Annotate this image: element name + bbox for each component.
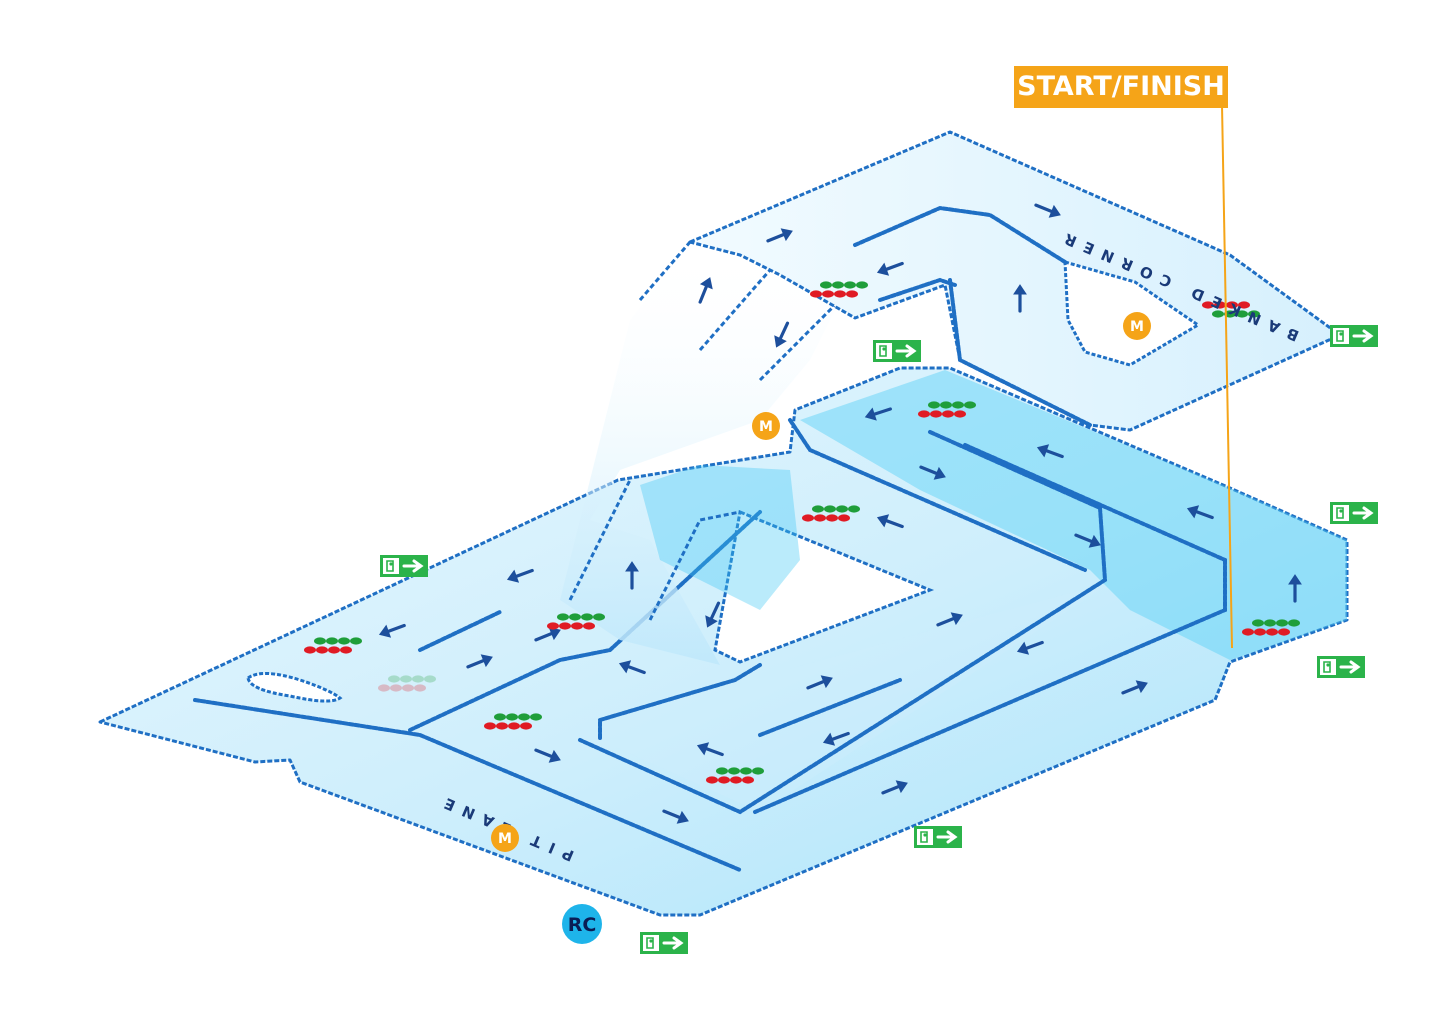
emergency-exit-icon bbox=[1328, 500, 1380, 526]
tyre-barrier-inner-2 bbox=[788, 418, 1087, 572]
emergency-exit-icon bbox=[378, 553, 430, 579]
ramp-surface bbox=[560, 242, 840, 665]
race-control-label: RC bbox=[568, 914, 597, 936]
marshal-label: M bbox=[1130, 319, 1144, 335]
marshal-point: M bbox=[1123, 312, 1151, 340]
tyre-barrier-inner-8 bbox=[753, 558, 1227, 814]
ramp-edge-3 bbox=[758, 298, 842, 382]
ramp-edge-1 bbox=[638, 241, 692, 301]
tyre-barrier-inner-3 bbox=[598, 663, 762, 740]
tyre-barrier-inner-5 bbox=[418, 610, 502, 652]
ramp-edge-5 bbox=[648, 510, 741, 621]
upper-tyre-barrier-3 bbox=[878, 277, 957, 302]
marshal-point: M bbox=[491, 824, 519, 852]
emergency-exit-icon bbox=[1328, 323, 1380, 349]
lower-straight-highlight bbox=[800, 370, 1347, 660]
emergency-exit-icon bbox=[871, 338, 923, 364]
marshal-label: M bbox=[759, 419, 773, 435]
start-finish-label: START/FINISH bbox=[1014, 66, 1228, 108]
upper-tyre-barrier-2 bbox=[948, 278, 1092, 427]
ramp-edge-2 bbox=[698, 269, 772, 351]
tyre-barrier-inner-7 bbox=[193, 698, 742, 872]
start-finish-line bbox=[1221, 104, 1233, 649]
emergency-exit-icon bbox=[638, 930, 690, 956]
marshal-point: M bbox=[752, 412, 780, 440]
marshal-label: M bbox=[498, 831, 512, 847]
ramp bbox=[560, 241, 842, 665]
pit-loop-island bbox=[246, 672, 343, 703]
emergency-exit-icon bbox=[1315, 654, 1367, 680]
upper-tyre-barrier-1 bbox=[853, 205, 1067, 264]
tyre-barrier-inner-1 bbox=[578, 430, 1108, 815]
lower-level bbox=[98, 366, 1349, 917]
tyre-barrier-inner-6 bbox=[408, 510, 762, 732]
ramp-highlight bbox=[640, 465, 800, 610]
tyre-barrier-inner-4 bbox=[758, 678, 902, 737]
emergency-exit-icon bbox=[912, 824, 964, 850]
infield-hole-1 bbox=[713, 509, 935, 664]
tyre-barrier-inner-9 bbox=[963, 443, 1227, 562]
race-control-point: RC bbox=[562, 904, 602, 944]
ramp-edge-4 bbox=[568, 479, 632, 601]
